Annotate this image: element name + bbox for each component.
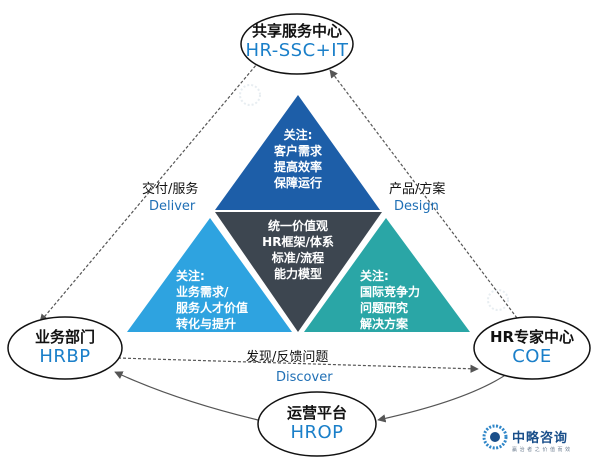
design-label-zh: 产品/方案 bbox=[389, 182, 446, 197]
top-triangle-text: 关注: 客户需求 提高效率 保障运行 bbox=[258, 127, 338, 191]
top-triangle-line: 保障运行 bbox=[273, 176, 322, 190]
discover-label-en: Discover bbox=[276, 370, 333, 385]
design-arrow bbox=[329, 69, 521, 323]
right-triangle-head: 关注: bbox=[360, 269, 389, 283]
node-bottom-subtitle: HROP bbox=[290, 422, 344, 443]
left-triangle-line: 服务人才价值 bbox=[176, 301, 249, 315]
discover-label-zh: 发现/反馈问题 bbox=[246, 350, 329, 365]
top-triangle-line: 提高效率 bbox=[273, 160, 322, 174]
design-label-en: Design bbox=[394, 199, 439, 214]
node-right-title: HR专家中心 bbox=[489, 328, 575, 346]
left-triangle-line: 业务需求/ bbox=[176, 285, 229, 299]
node-left-title: 业务部门 bbox=[34, 328, 95, 346]
watermark-logo-left bbox=[239, 84, 261, 106]
deliver-label-en: Deliver bbox=[149, 199, 196, 214]
top-triangle-head: 关注: bbox=[283, 128, 313, 142]
left-triangle-line: 转化与提升 bbox=[176, 317, 237, 331]
hrop-to-hrbp-arrow bbox=[114, 371, 259, 421]
center-triangle-line: 统一价值观 bbox=[267, 219, 328, 233]
left-triangle-text: 关注: 业务需求/ 服务人才价值 转化与提升 bbox=[176, 268, 248, 332]
brand-tagline: 赢 治 者 之 价 值 而 效 bbox=[512, 447, 571, 453]
node-top-ellipse bbox=[240, 13, 354, 75]
brand-logo-icon bbox=[482, 424, 508, 450]
left-triangle bbox=[127, 218, 292, 332]
center-triangle-line: 标准/流程 bbox=[271, 251, 325, 265]
center-triangle-line: HR框架/体系 bbox=[262, 235, 334, 249]
top-triangle bbox=[215, 95, 380, 210]
node-bottom-title: 运营平台 bbox=[286, 404, 347, 422]
center-triangle bbox=[215, 212, 382, 332]
discover-arrow bbox=[117, 357, 479, 373]
left-triangle-head: 关注: bbox=[176, 269, 205, 283]
right-triangle-text: 关注: 国际竞争力 问题研究 解决方案 bbox=[360, 268, 420, 332]
right-triangle bbox=[304, 218, 470, 332]
node-left-ellipse bbox=[7, 316, 123, 380]
node-top-subtitle: HR-SSC+IT bbox=[245, 40, 349, 61]
top-triangle-line: 客户需求 bbox=[273, 144, 322, 158]
right-triangle-line: 国际竞争力 bbox=[360, 285, 421, 299]
deliver-arrow bbox=[39, 57, 263, 323]
brand-name: 中略咨询 bbox=[512, 431, 569, 446]
deliver-label-zh: 交付/服务 bbox=[142, 182, 199, 197]
watermark-logo-right bbox=[487, 289, 509, 311]
node-bottom-ellipse bbox=[257, 391, 377, 457]
node-left-subtitle: HRBP bbox=[39, 346, 91, 367]
center-triangle-text: 统一价值观 HR框架/体系 标准/流程 能力模型 bbox=[248, 218, 348, 282]
coe-to-hrop-arrow bbox=[377, 371, 511, 423]
node-top-title: 共享服务中心 bbox=[251, 22, 342, 40]
node-right-subtitle: COE bbox=[512, 346, 552, 367]
center-triangle-line: 能力模型 bbox=[273, 267, 322, 281]
right-triangle-line: 解决方案 bbox=[360, 317, 409, 331]
right-triangle-line: 问题研究 bbox=[360, 301, 409, 315]
node-right-ellipse bbox=[473, 316, 591, 380]
